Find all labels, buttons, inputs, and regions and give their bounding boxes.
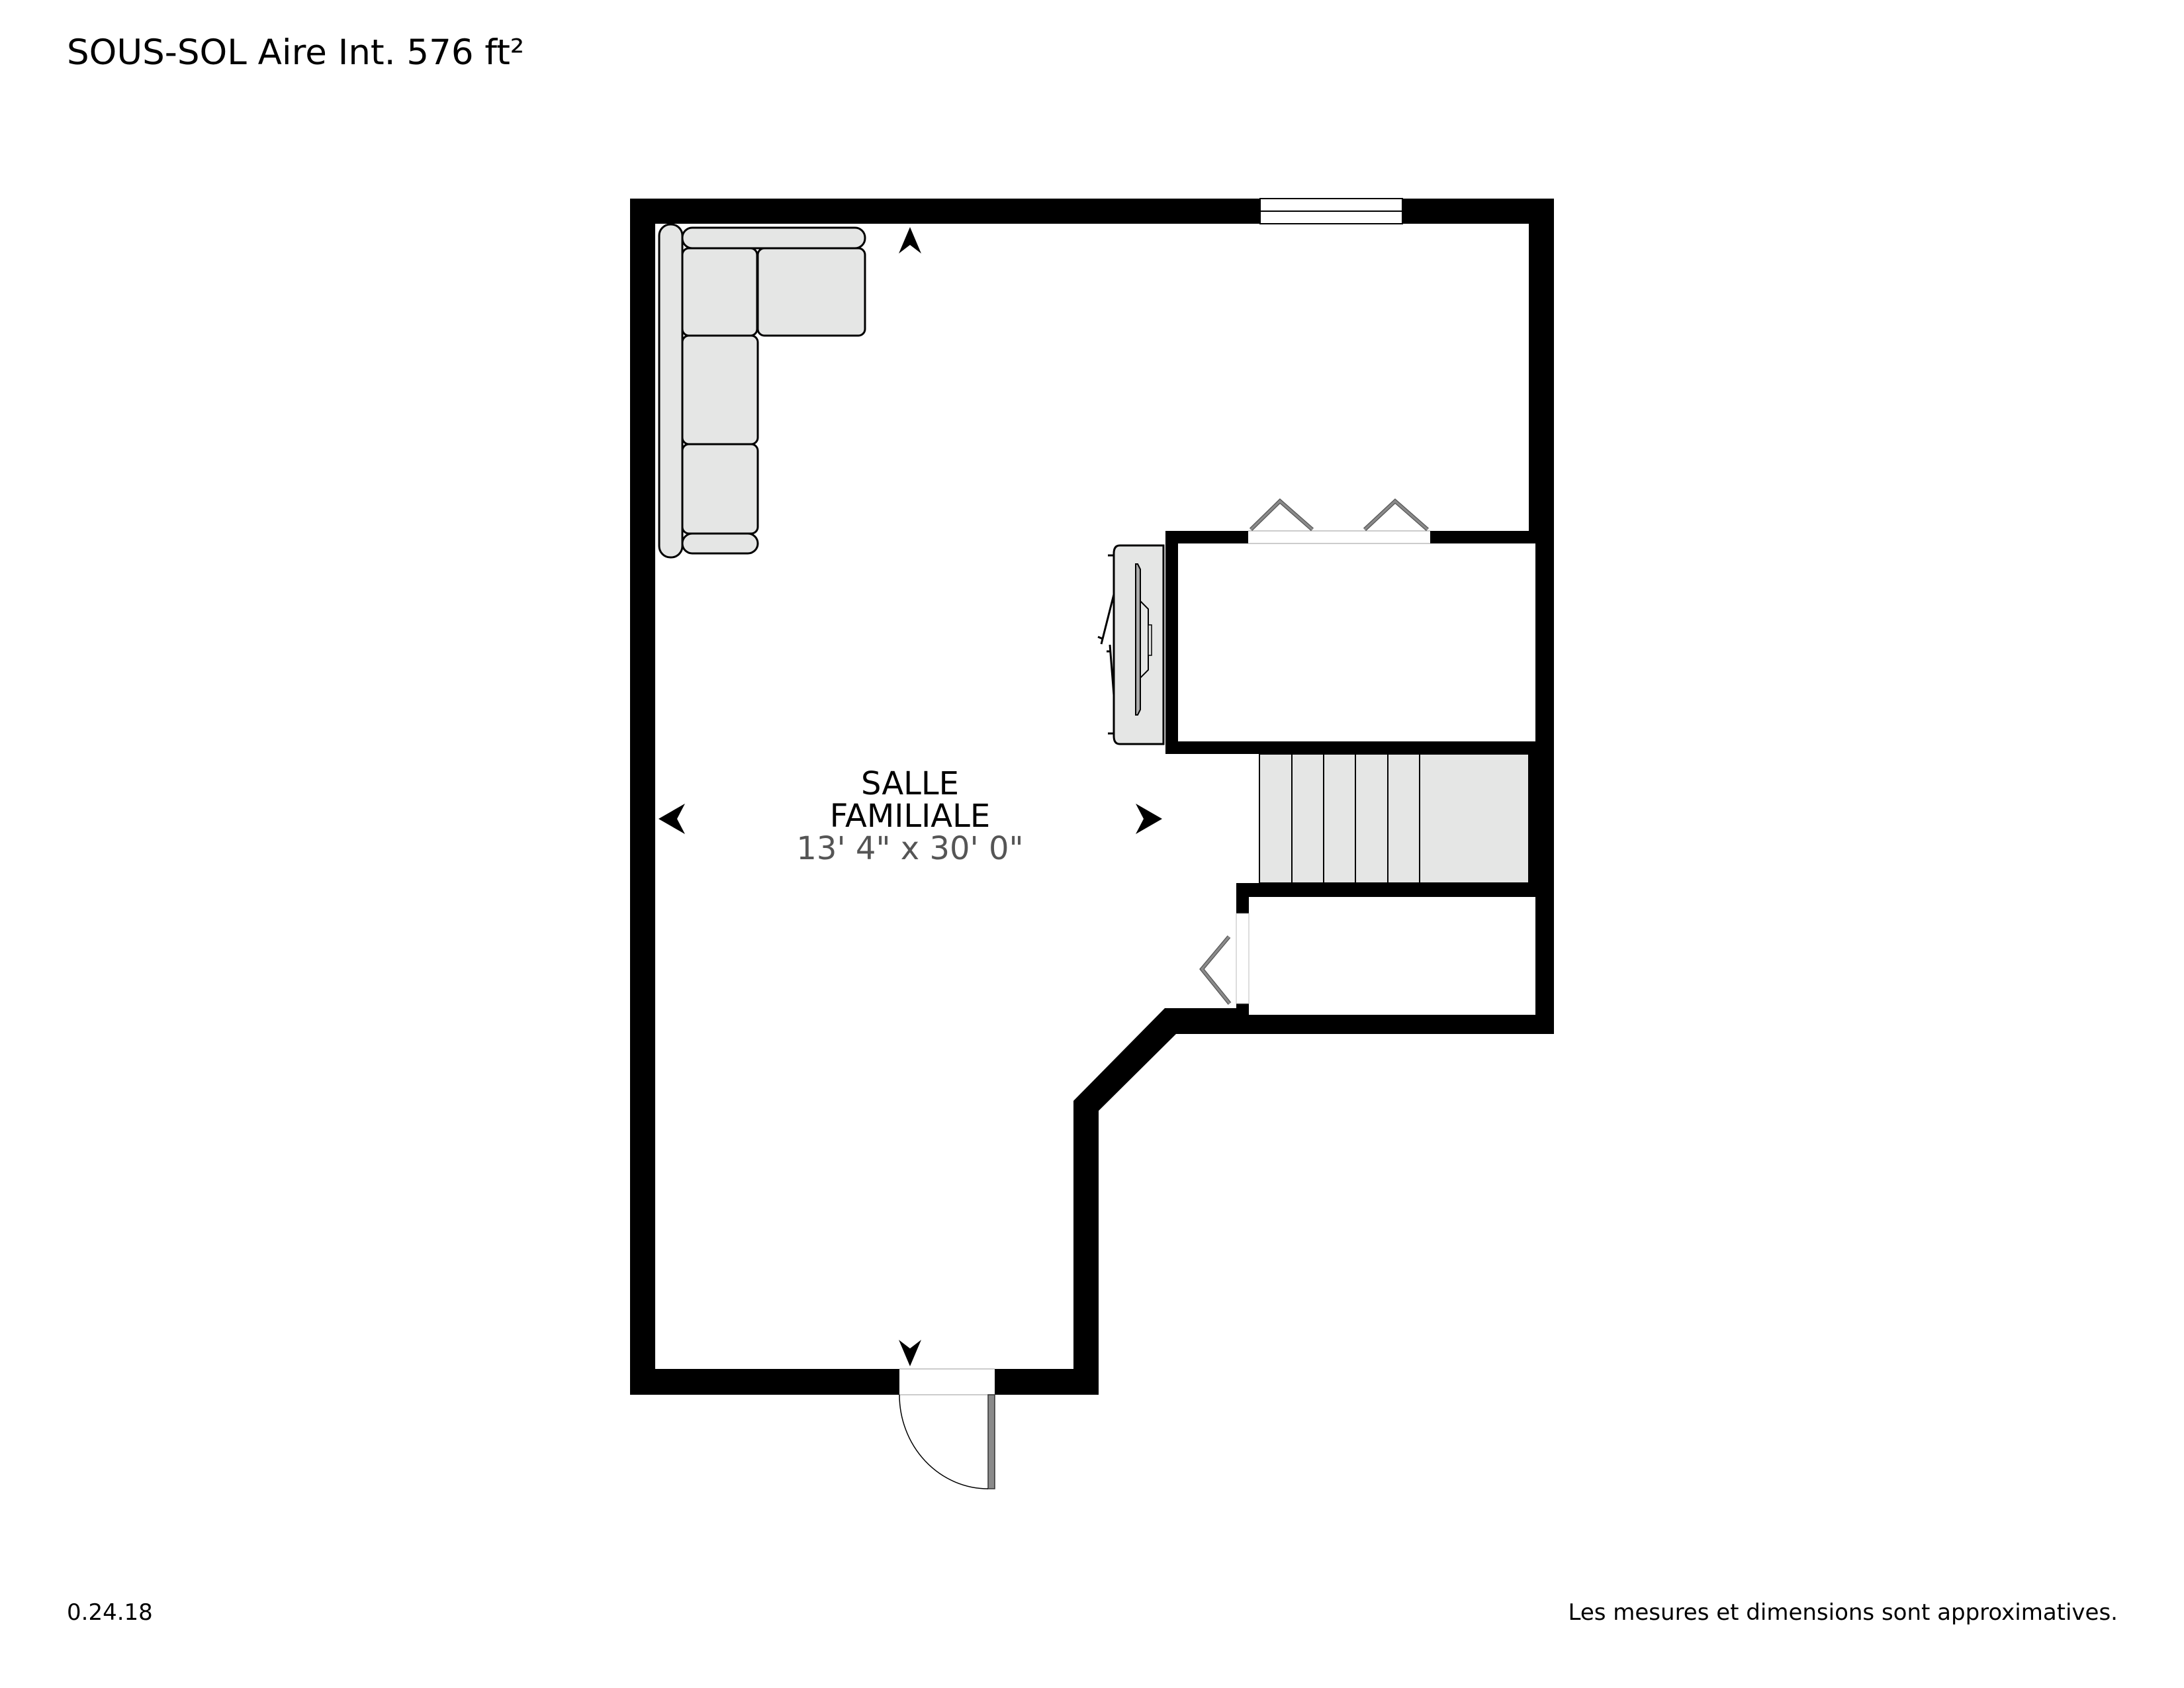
disclaimer-text: Les mesures et dimensions sont approxima… [1568,1599,2118,1626]
upper-closet [1165,531,1554,1034]
window [1259,198,1403,224]
lower-closet [1165,883,1554,1034]
room-label-salle-familiale: SALLE FAMILIALE 13' 4" x 30' 0" [778,768,1042,865]
arrow-down-icon [899,1340,921,1366]
bifold-door-upper-closet[interactable] [1248,498,1430,544]
floor-title: SOUS-SOL Aire Int. 576 ft² [67,32,525,73]
version-number: 0.24.18 [67,1599,153,1626]
arrow-left-icon [659,804,685,834]
arrow-up-icon [899,227,921,254]
bifold-door-lower-closet[interactable] [1199,935,1232,1005]
tv-stand [1097,544,1165,745]
tv-mount [1140,599,1149,680]
sectional-sofa [658,223,866,559]
exterior-walls [630,199,1554,1395]
staircase [1259,753,1529,884]
room-dimensions: 13' 4" x 30' 0" [796,829,1024,867]
arrow-right-icon [1136,804,1162,834]
tv [1135,563,1141,716]
room-name: SALLE FAMILIALE [829,765,991,835]
entry-door[interactable] [899,1368,995,1489]
